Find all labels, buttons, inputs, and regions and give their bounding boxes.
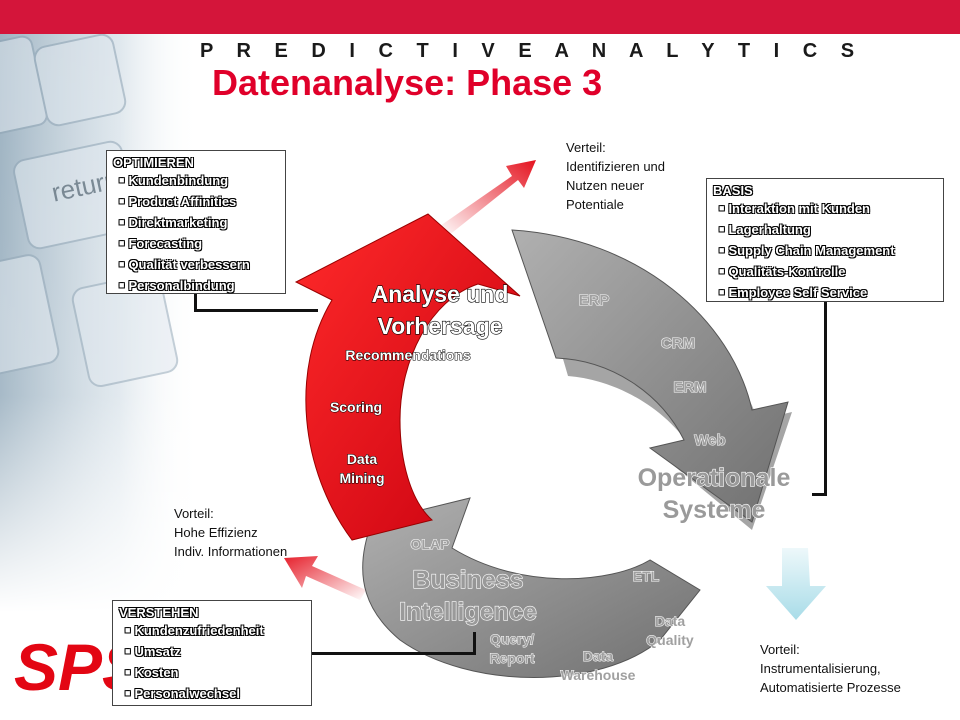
item-erp: ERP: [579, 292, 610, 309]
list-item: ■Personalwechsel: [125, 686, 240, 701]
optimieren-title: OPTIMIEREN: [113, 155, 194, 170]
connector-verstehen: [310, 652, 476, 655]
bi-segment: [362, 497, 701, 678]
list-item: ■Interaktion mit Kunden: [719, 201, 870, 216]
list-item: ■Product Affinities: [119, 194, 237, 209]
item-data-warehouse-1: Data: [583, 648, 614, 664]
note-line: Vorteil:: [760, 642, 800, 657]
bi-label-line2: Intelligence: [399, 598, 537, 626]
list-item: ■Supply Chain Management: [719, 243, 895, 258]
list-item: ■Personalbindung: [119, 278, 235, 293]
analysis-label: Analyse und Vorhersage: [371, 280, 509, 339]
analysis-label-line1: Analyse und: [372, 281, 509, 307]
kicker-text: P R E D I C T I V E A N A L Y T I C S: [200, 40, 864, 62]
note-line: Verteil:: [566, 140, 606, 155]
item-query-report-2: Report: [489, 650, 534, 666]
note-line: Identifizieren und: [566, 159, 666, 174]
item-data-mining-2: Mining: [339, 470, 384, 486]
item-recommendations: Recommendations: [345, 347, 470, 363]
connector-basis-h: [812, 493, 827, 496]
verstehen-title: VERSTEHEN: [119, 605, 199, 620]
note-line: Nutzen neuer: [566, 178, 645, 193]
connector-optimieren-h: [194, 309, 318, 312]
item-data-mining-1: Data: [347, 451, 378, 467]
advantage-arrow-top: [440, 160, 536, 236]
note-line: Vorteil:: [174, 506, 214, 521]
list-item: ■Qualität verbessern: [119, 257, 250, 272]
list-item: ■Kosten: [125, 665, 179, 680]
basis-title: BASIS: [713, 183, 753, 198]
optimieren-box: OPTIMIEREN ■Kundenbindung ■Product Affin…: [106, 150, 286, 294]
operational-label: Operationale Systeme: [637, 463, 791, 524]
item-crm: CRM: [661, 335, 695, 352]
connector-basis: [824, 302, 827, 496]
bi-label-line1: Business: [412, 566, 523, 594]
item-scoring: Scoring: [330, 399, 382, 415]
advantage-arrow-left: [284, 556, 366, 600]
analysis-segment: [294, 213, 521, 541]
advantage-arrow-bottom: [766, 548, 826, 620]
header-bar: [0, 0, 960, 34]
list-item: ■Kundenbindung: [119, 173, 229, 188]
analysis-label-line2: Vorhersage: [378, 313, 503, 339]
note-bottom-right: Vorteil: Instrumentalisierung, Automatis…: [760, 640, 901, 697]
note-line: Indiv. Informationen: [174, 544, 288, 559]
operational-label-line1: Operationale: [638, 464, 791, 492]
list-item: ■Qualitäts-Kontrolle: [719, 264, 846, 279]
operational-segment: [511, 229, 789, 523]
note-top: Verteil: Identifizieren und Nutzen neuer…: [566, 138, 665, 214]
list-item: ■Forecasting: [119, 236, 203, 251]
basis-box: BASIS ■Interaktion mit Kunden ■Lagerhalt…: [706, 178, 944, 302]
item-data-quality-1: Data: [655, 613, 686, 629]
note-line: Hohe Effizienz: [174, 525, 258, 540]
operational-label-line2: Systeme: [663, 496, 766, 524]
list-item: ■Umsatz: [125, 644, 181, 659]
item-query-report-1: Query/: [490, 631, 534, 647]
connector-optimieren: [194, 294, 197, 312]
note-line: Potentiale: [566, 197, 624, 212]
list-item: ■Direktmarketing: [119, 215, 228, 230]
item-erm: ERM: [673, 379, 706, 396]
item-etl: ETL: [633, 568, 660, 584]
page-title: Datenanalyse: Phase 3: [212, 62, 603, 103]
item-data-warehouse-2: Warehouse: [561, 667, 636, 683]
item-olap: OLAP: [411, 536, 450, 552]
note-line: Instrumentalisierung,: [760, 661, 881, 676]
list-item: ■Kundenzufriedenheit: [125, 623, 264, 638]
item-data-quality-2: Quality: [646, 632, 694, 648]
connector-verstehen-v: [473, 632, 476, 655]
list-item: ■Employee Self Service: [719, 285, 868, 300]
verstehen-box: VERSTEHEN ■Kundenzufriedenheit ■Umsatz ■…: [112, 600, 312, 706]
item-web: Web: [694, 432, 725, 449]
bi-label: Business Intelligence: [399, 565, 538, 626]
list-item: ■Lagerhaltung: [719, 222, 811, 237]
note-left: Vorteil: Hohe Effizienz Indiv. Informati…: [174, 504, 287, 561]
note-line: Automatisierte Prozesse: [760, 680, 901, 695]
